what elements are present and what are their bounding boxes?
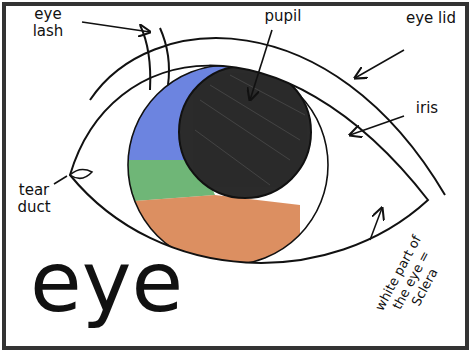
tear-duct-shape: [70, 170, 92, 179]
leader-arrow: [82, 22, 150, 32]
part-label: eye lid: [406, 10, 456, 27]
leader-lines: [54, 22, 404, 240]
part-label: pupil: [256, 8, 310, 25]
part-label: eye lash: [20, 6, 76, 41]
eyelashes: [140, 25, 169, 90]
leader-arrow: [250, 30, 272, 100]
part-label: tear duct: [10, 182, 58, 217]
paper-frame: [4, 4, 467, 348]
eye-outline: [70, 66, 428, 263]
pupil-shading: [195, 75, 305, 185]
part-label: iris: [404, 100, 450, 117]
title: eye: [30, 240, 183, 324]
leader-arrow: [355, 50, 404, 78]
leader-line: [54, 176, 67, 184]
pupil-circle: [179, 66, 311, 198]
leader-arrow: [370, 208, 382, 240]
iris-outline: [128, 65, 328, 265]
eyelid-line: [90, 38, 445, 195]
leader-arrow: [350, 116, 404, 135]
